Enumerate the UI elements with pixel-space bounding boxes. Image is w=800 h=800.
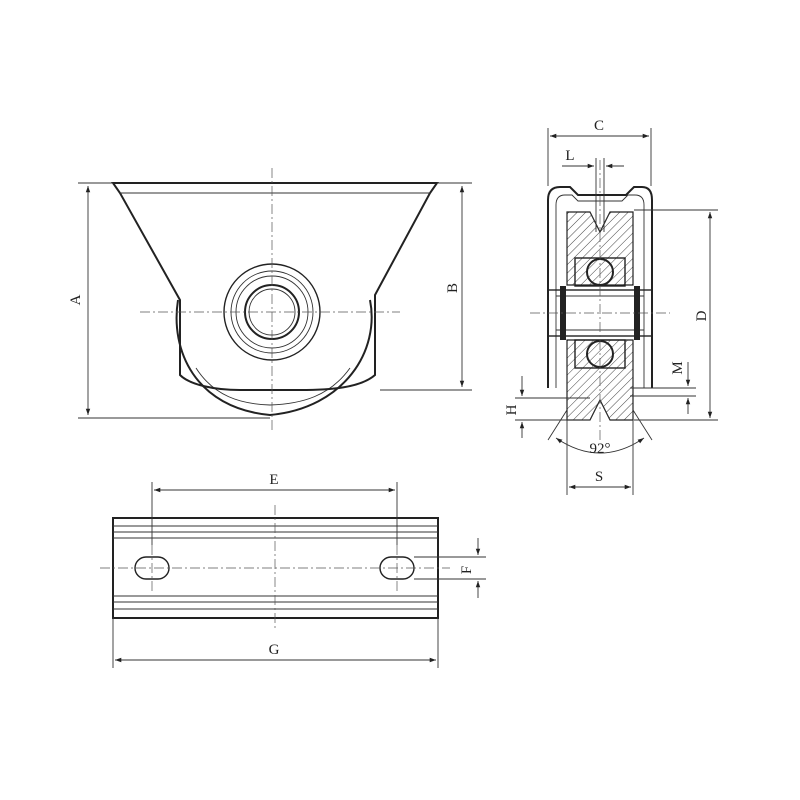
label-c: C: [594, 118, 604, 134]
label-g: G: [269, 642, 280, 658]
label-f: F: [459, 566, 475, 574]
front-view: A B: [68, 168, 472, 432]
label-d: D: [694, 310, 710, 321]
side-section-view: C L D M H 92° S: [504, 118, 718, 495]
housing-shell: [547, 186, 653, 388]
bracket-outline: [111, 182, 439, 391]
label-angle: 92°: [590, 441, 611, 457]
bottom-view: E F G: [100, 472, 486, 668]
wheel-outline: [175, 299, 373, 417]
label-s: S: [595, 469, 603, 485]
label-l: L: [565, 148, 574, 164]
label-b: B: [445, 283, 461, 293]
label-m: M: [670, 361, 686, 374]
angle-arc: [555, 437, 645, 454]
label-a: A: [68, 294, 84, 305]
label-e: E: [269, 472, 278, 488]
label-h: H: [504, 404, 520, 415]
